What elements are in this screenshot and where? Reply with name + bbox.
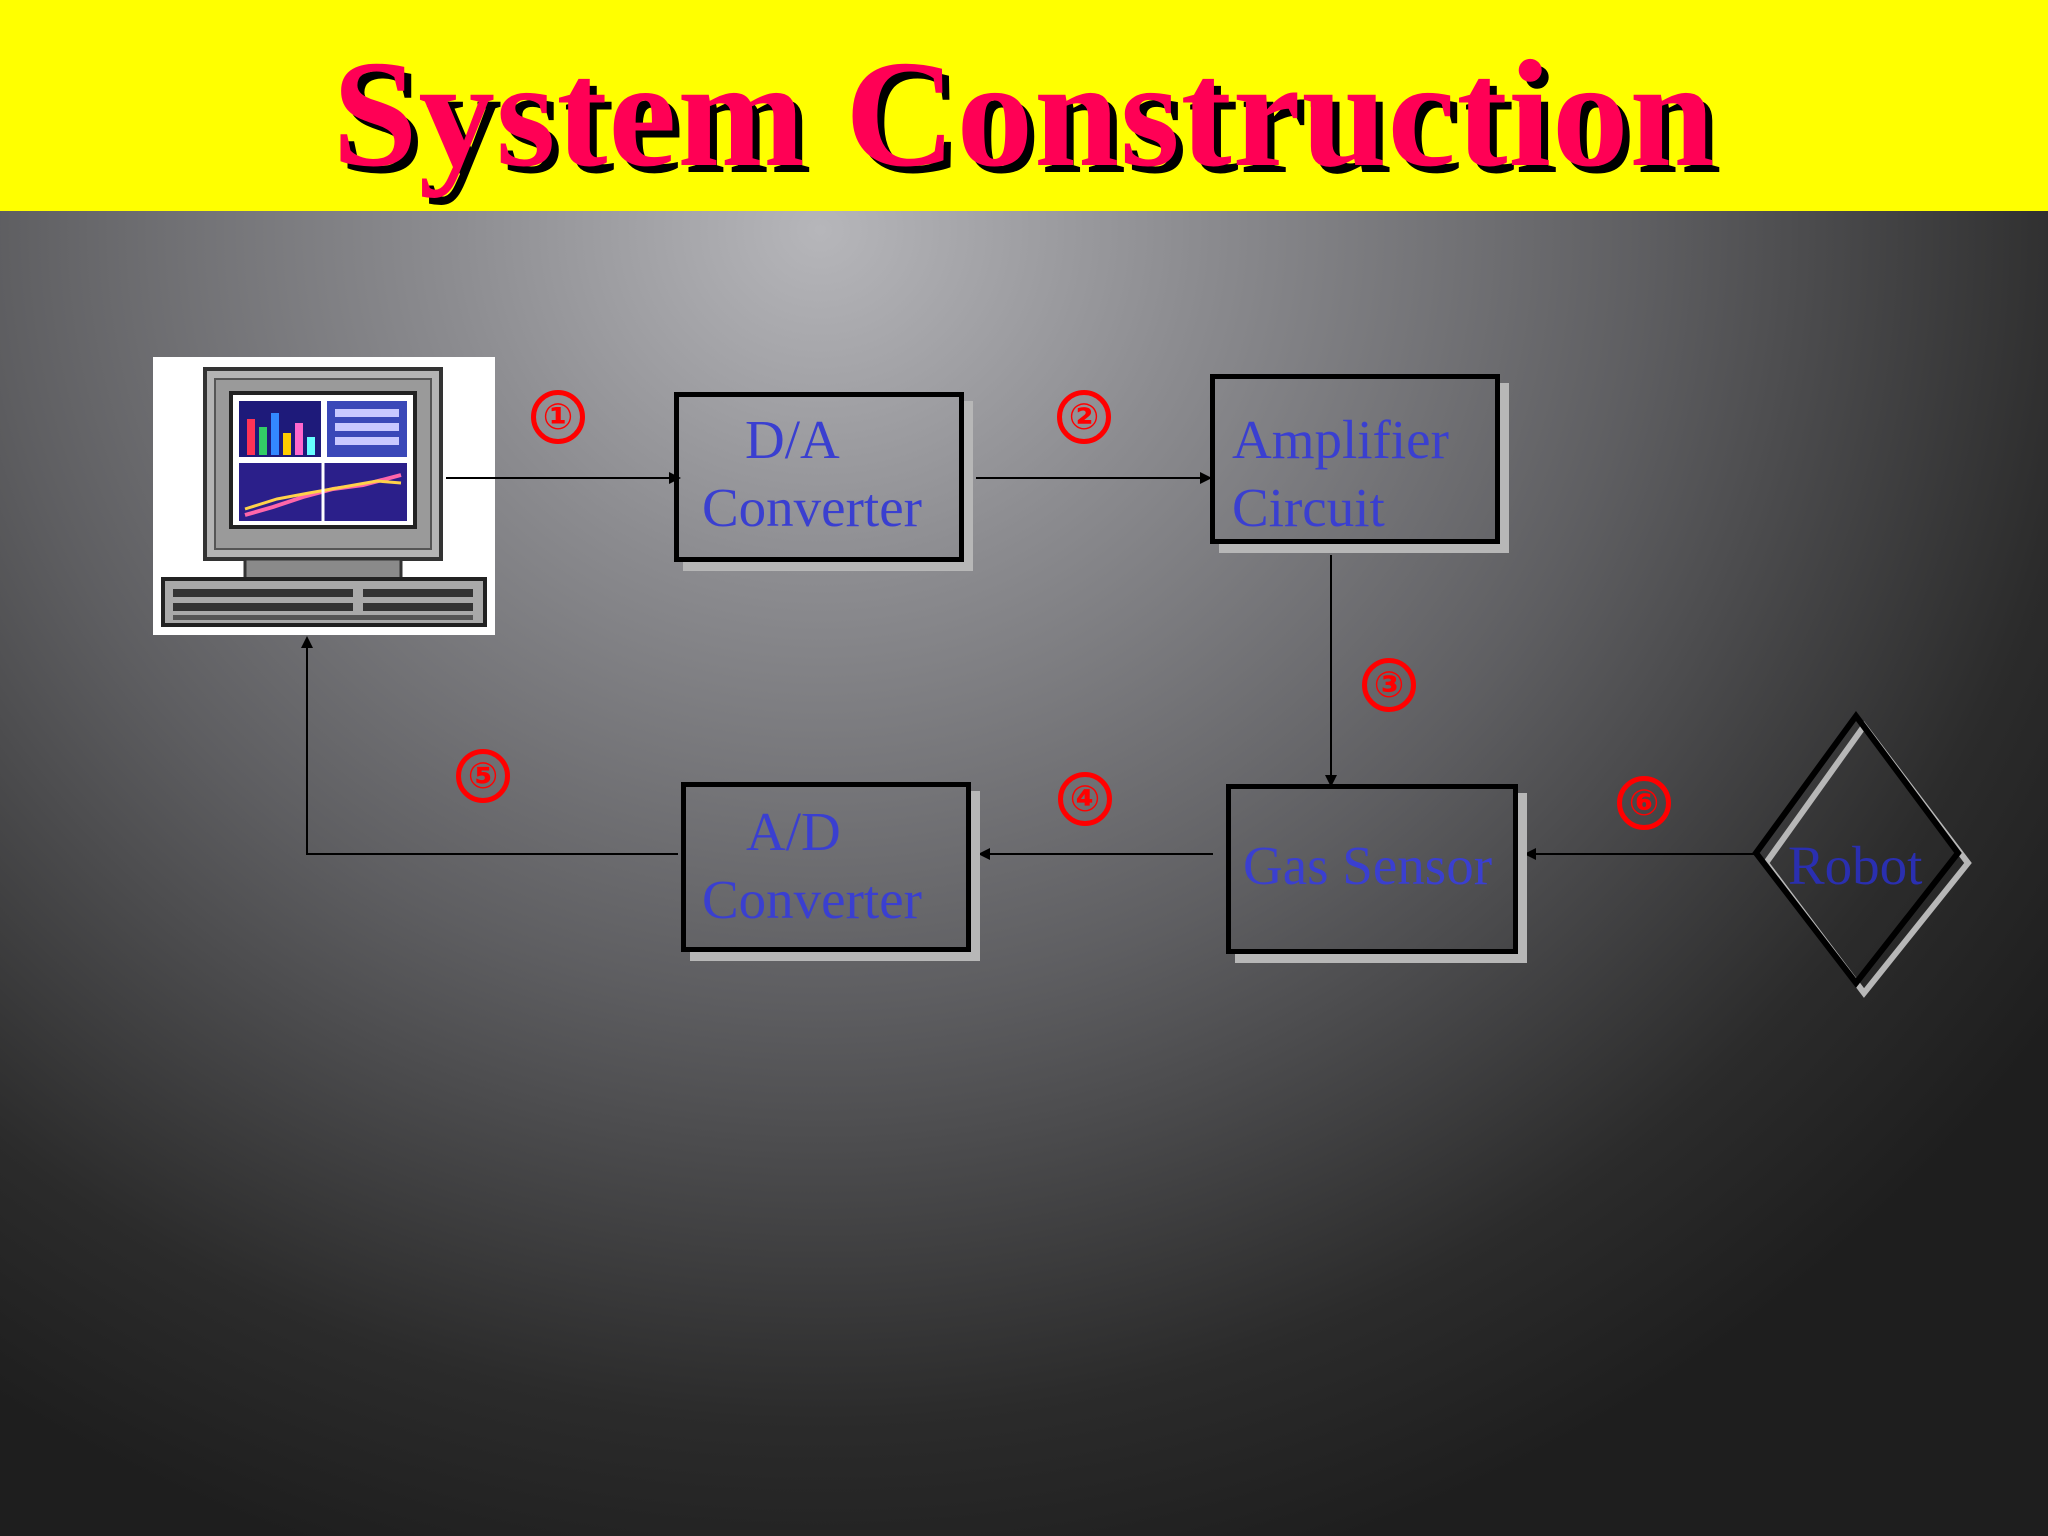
step-marker-1: ①: [531, 390, 585, 444]
gas-sensor-block: [1226, 784, 1518, 954]
arrow-ad-to-computer: [301, 636, 678, 855]
ad-converter-label-line1: A/D: [746, 801, 841, 862]
step-marker-6: ⑥: [1617, 776, 1671, 830]
robot-label: Robot: [1788, 835, 1923, 896]
computer-icon: [153, 357, 495, 635]
title-bar: System Construction: [0, 0, 2048, 211]
step-marker-3: ③: [1362, 658, 1416, 712]
da-converter-label-line1: D/A: [745, 409, 840, 470]
robot-diamond: [1752, 710, 1962, 988]
ad-converter-block: [681, 782, 971, 952]
ad-converter-label-line2: Converter: [702, 869, 922, 930]
amplifier-circuit-block: [1210, 374, 1500, 544]
da-converter-label-line2: Converter: [702, 477, 922, 538]
gas-sensor-label: Gas Sensor: [1243, 835, 1493, 896]
step-marker-4: ④: [1058, 772, 1112, 826]
step-marker-5: ⑤: [456, 749, 510, 803]
amplifier-circuit-label-line2: Circuit: [1232, 477, 1385, 538]
page-title: System Construction: [332, 30, 1716, 199]
da-converter-block: [674, 392, 964, 562]
amplifier-circuit-label-line1: Amplifier: [1232, 409, 1449, 470]
step-marker-2: ②: [1057, 390, 1111, 444]
